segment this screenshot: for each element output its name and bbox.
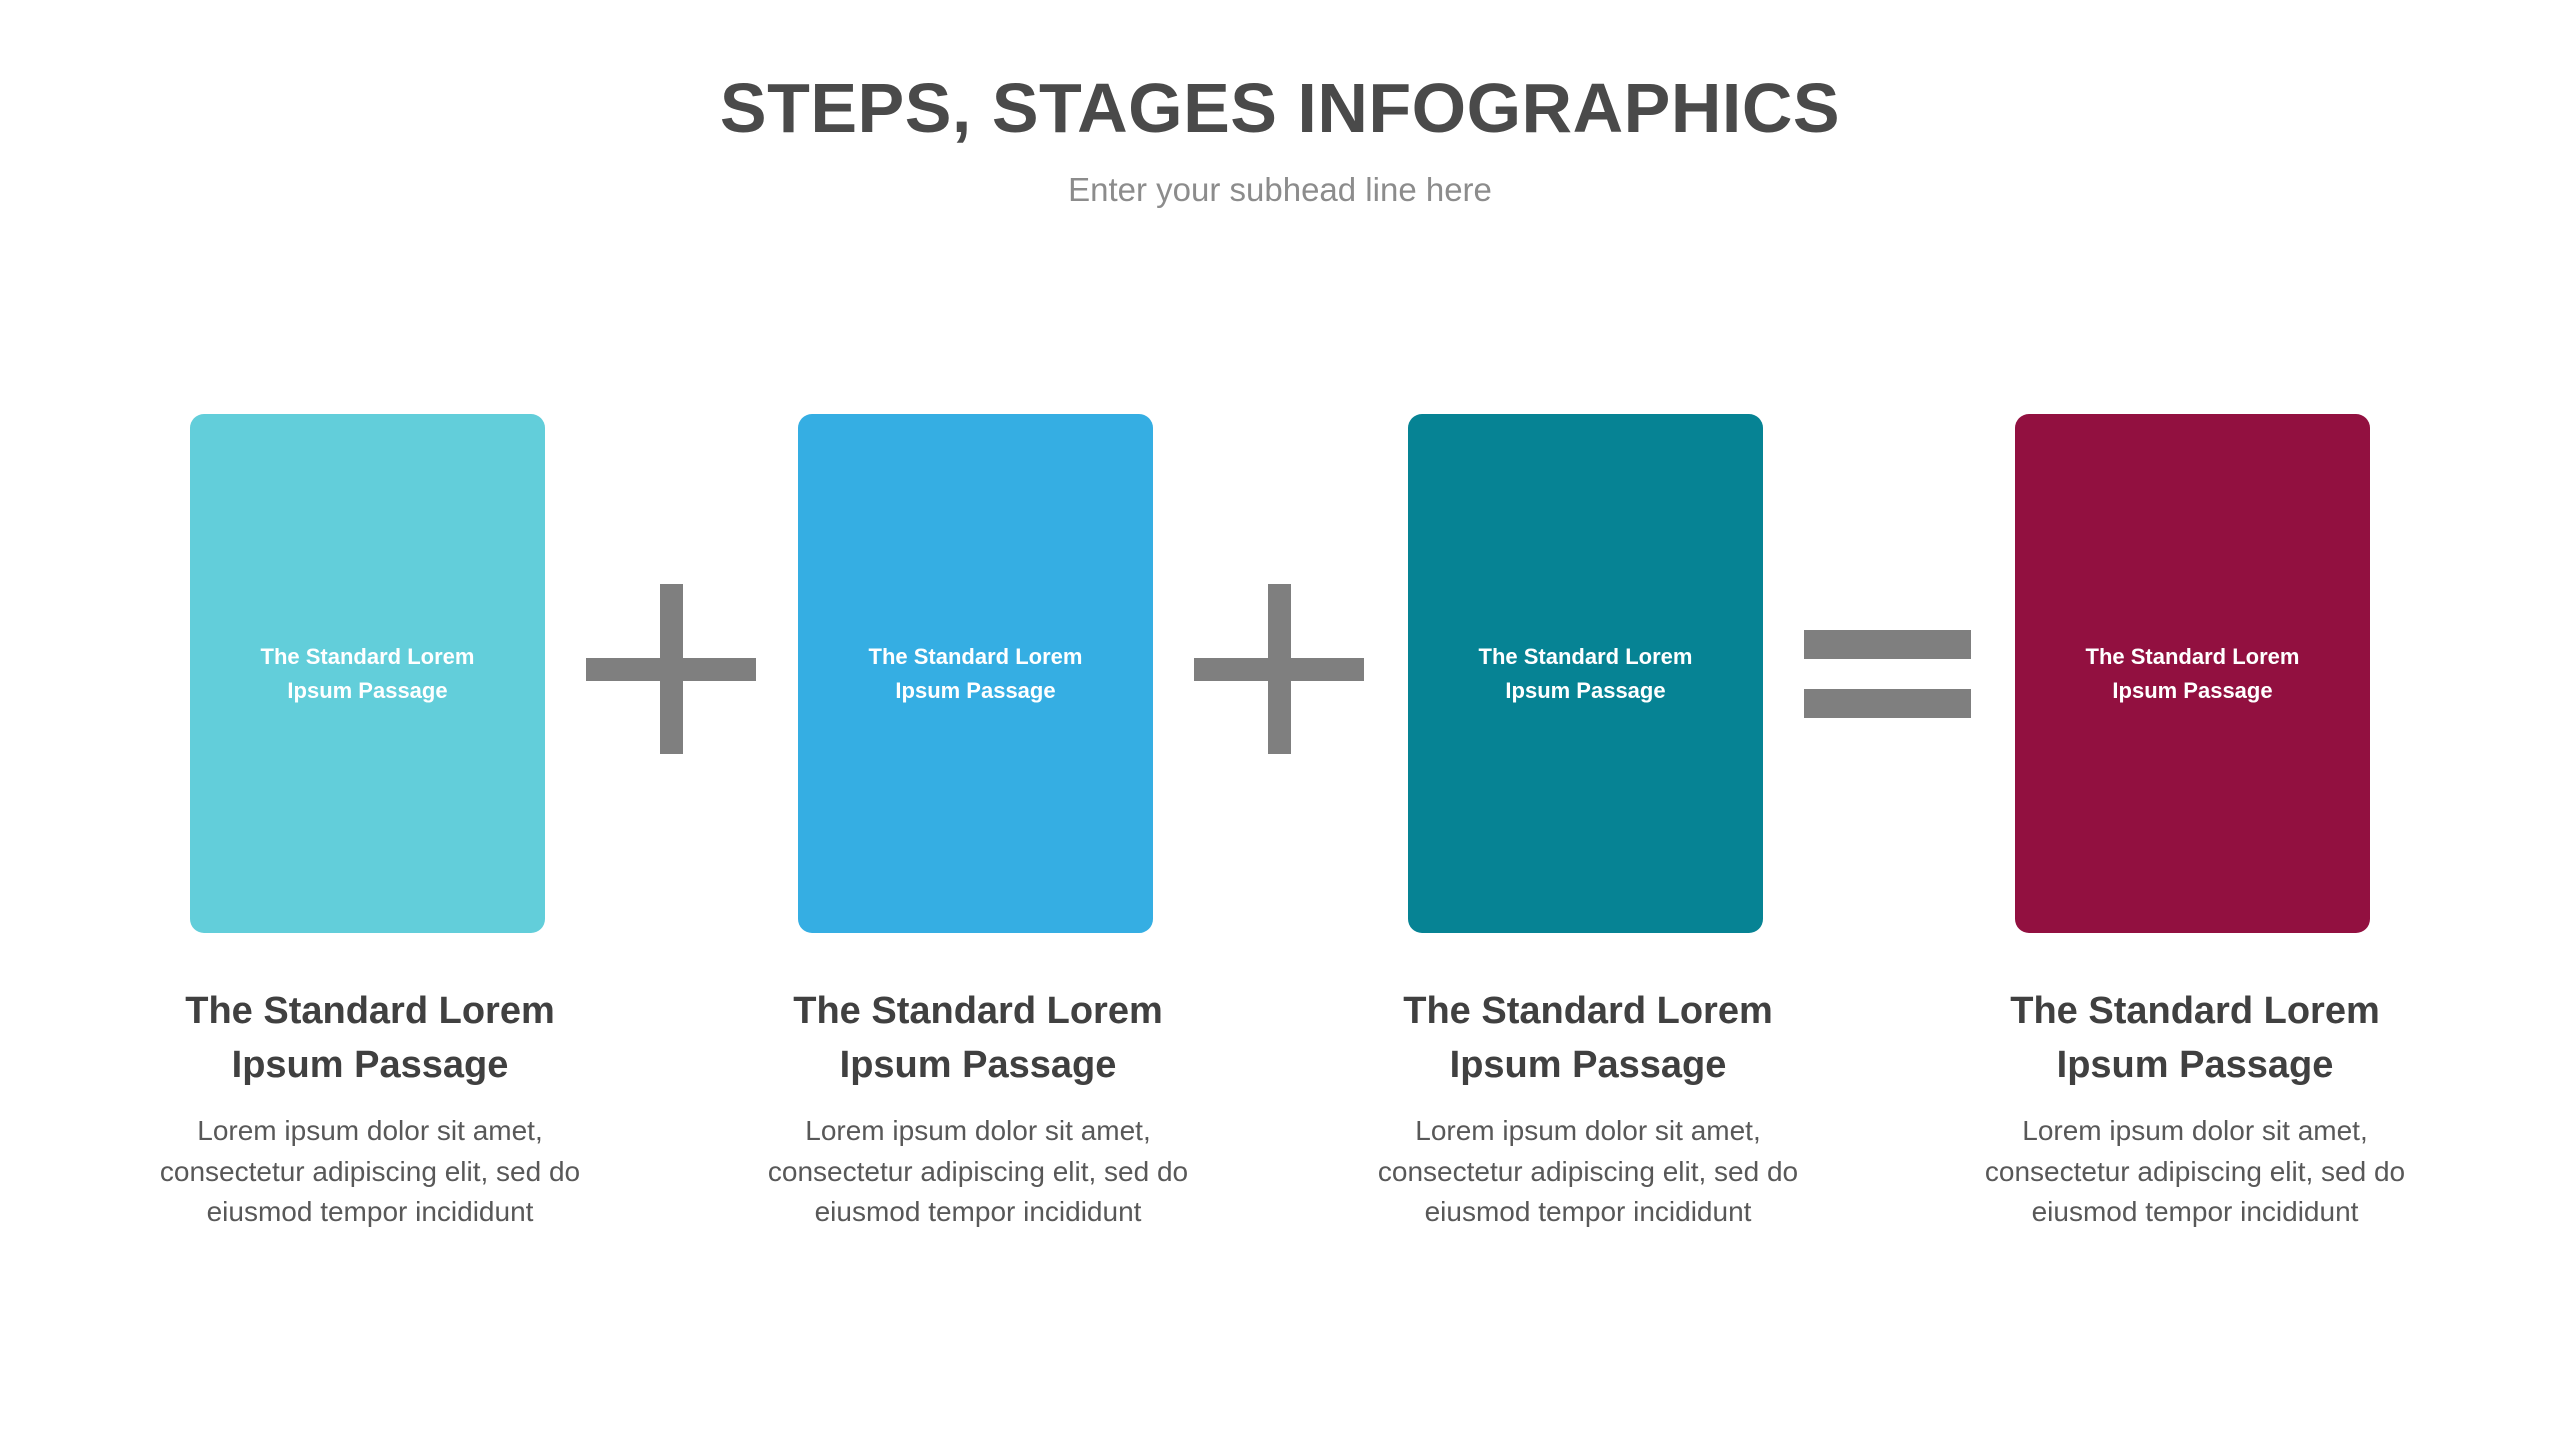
plus-icon [1194,584,1364,754]
step-card-label-3: The Standard Lorem Ipsum Passage [1478,644,1693,703]
step-caption-heading-3: The Standard Lorem Ipsum Passage [1403,990,1773,1086]
step-card-label-2: The Standard Lorem Ipsum Passage [868,644,1083,703]
step-caption-heading-4: The Standard Lorem Ipsum Passage [2010,990,2380,1086]
step-caption-heading-2: The Standard Lorem Ipsum Passage [793,990,1163,1086]
step-caption-2: The Standard Lorem Ipsum Passage Lorem i… [743,985,1213,1233]
step-captions-row: The Standard Lorem Ipsum Passage Lorem i… [0,985,2560,1285]
step-card-label-4: The Standard Lorem Ipsum Passage [2085,644,2300,703]
step-card-2[interactable]: The Standard Lorem Ipsum Passage [798,414,1153,933]
step-card-4[interactable]: The Standard Lorem Ipsum Passage [2015,414,2370,933]
equals-icon-bottom-bar [1804,689,1971,718]
equals-icon [1804,630,1971,720]
step-card-1[interactable]: The Standard Lorem Ipsum Passage [190,414,545,933]
step-caption-body-3: Lorem ipsum dolor sit amet, consectetur … [1377,1114,1799,1228]
page-title: STEPS, STAGES INFOGRAPHICS [719,69,1841,147]
step-caption-3: The Standard Lorem Ipsum Passage Lorem i… [1353,985,1823,1233]
equals-icon-top-bar [1804,630,1971,659]
step-caption-body-2: Lorem ipsum dolor sit amet, consectetur … [767,1114,1189,1228]
step-card-3[interactable]: The Standard Lorem Ipsum Passage [1408,414,1763,933]
step-card-label-1: The Standard Lorem Ipsum Passage [260,644,475,703]
step-caption-body-4: Lorem ipsum dolor sit amet, consectetur … [1984,1114,2406,1228]
plus-icon [586,584,756,754]
step-caption-body-1: Lorem ipsum dolor sit amet, consectetur … [159,1114,581,1228]
step-caption-4: The Standard Lorem Ipsum Passage Lorem i… [1960,985,2430,1233]
slide-header: STEPS, STAGES INFOGRAPHICS Enter your su… [0,69,2560,208]
plus-icon-vertical-bar [1268,584,1291,754]
step-caption-heading-1: The Standard Lorem Ipsum Passage [185,990,555,1086]
step-caption-1: The Standard Lorem Ipsum Passage Lorem i… [135,985,605,1233]
plus-icon-vertical-bar [660,584,683,754]
page-subtitle: Enter your subhead line here [1068,170,1492,208]
steps-cards-row: The Standard Lorem Ipsum Passage The Sta… [190,414,2370,933]
